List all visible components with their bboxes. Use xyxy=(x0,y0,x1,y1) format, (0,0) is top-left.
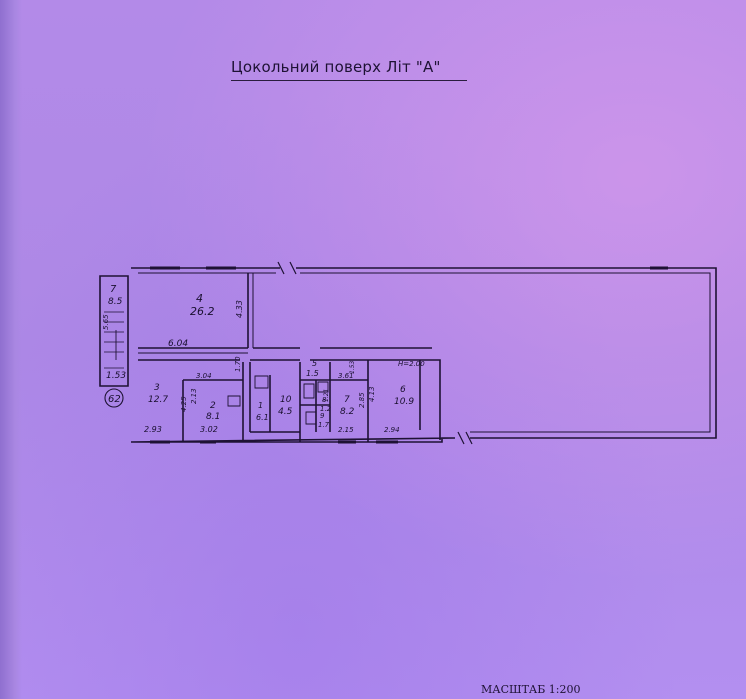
dim-1-21: 1.21 xyxy=(323,389,330,402)
room-1-area: 6.1 xyxy=(256,413,269,422)
dim-3-02: 3.02 xyxy=(200,425,218,434)
room-9-number: 9 xyxy=(320,412,325,420)
scale-label: МАСШТАБ 1:200 xyxy=(481,683,581,696)
room-5-number: 5 xyxy=(312,359,317,368)
dim-3-61: 3.61 xyxy=(338,372,354,380)
page-title: Цокольний поверх Літ "А" xyxy=(231,58,441,76)
room-8-number: 8 xyxy=(322,396,327,404)
room-6-area: 10.9 xyxy=(394,397,414,407)
stamp-number: 62 xyxy=(108,394,121,405)
dim-5-65: 5.65 xyxy=(102,314,110,330)
room-7-area: 8.5 xyxy=(108,297,123,307)
stair-steps xyxy=(104,311,124,353)
dim-4-33: 4.33 xyxy=(235,300,244,318)
windows xyxy=(150,266,668,444)
dim-3-04: 3.04 xyxy=(196,372,212,380)
toilet-8 xyxy=(303,383,315,399)
dim-2-15: 2.15 xyxy=(338,426,354,434)
dim-6-04: 6.04 xyxy=(168,339,188,349)
room-10-number: 10 xyxy=(280,395,292,405)
ceiling-height: H=2.00 xyxy=(398,360,425,368)
room-3-area: 12.7 xyxy=(148,395,168,405)
dim-2-93: 2.93 xyxy=(144,425,162,434)
room-8-area: 1.2 xyxy=(320,405,332,413)
dim-1-53: 1.53 xyxy=(106,371,126,381)
break-bottom xyxy=(457,431,473,445)
room-2-number: 2 xyxy=(210,401,216,411)
binding-shadow xyxy=(0,0,22,699)
room-1-number: 1 xyxy=(258,401,263,410)
dim-4-13: 4.13 xyxy=(368,386,376,402)
title-underline xyxy=(231,80,467,81)
room-7b-number: 7 xyxy=(344,395,350,405)
dim-4-25: 4.25 xyxy=(180,396,188,412)
stamp-circle xyxy=(104,388,124,408)
dim-1-53-b: 1.53 xyxy=(349,360,356,374)
dim-2-85: 2.85 xyxy=(358,392,366,408)
fixture-box xyxy=(227,395,241,407)
rooms-top-wall xyxy=(138,359,441,440)
room-3-number: 3 xyxy=(154,383,160,393)
room-4-area: 26.2 xyxy=(190,305,215,318)
room-4-number: 4 xyxy=(196,292,203,305)
dim-2-94: 2.94 xyxy=(384,426,400,434)
room-10-area: 4.5 xyxy=(278,407,293,417)
dim-1-70: 1.70 xyxy=(234,356,242,372)
fixture-box-2 xyxy=(254,375,269,389)
dim-2-13: 2.13 xyxy=(190,388,198,404)
stair-block xyxy=(99,275,129,387)
room-2-area: 8.1 xyxy=(206,412,220,422)
sink xyxy=(317,381,329,393)
room-7b-area: 8.2 xyxy=(340,407,355,417)
break-top xyxy=(277,261,297,275)
room-6-number: 6 xyxy=(400,385,406,395)
room-9-area: 1.7 xyxy=(318,421,330,429)
break-markers xyxy=(277,261,473,445)
toilet-9 xyxy=(305,411,317,425)
plan-walls xyxy=(99,267,717,443)
room-7-number: 7 xyxy=(110,284,117,295)
room-5-area: 1.5 xyxy=(306,369,319,378)
